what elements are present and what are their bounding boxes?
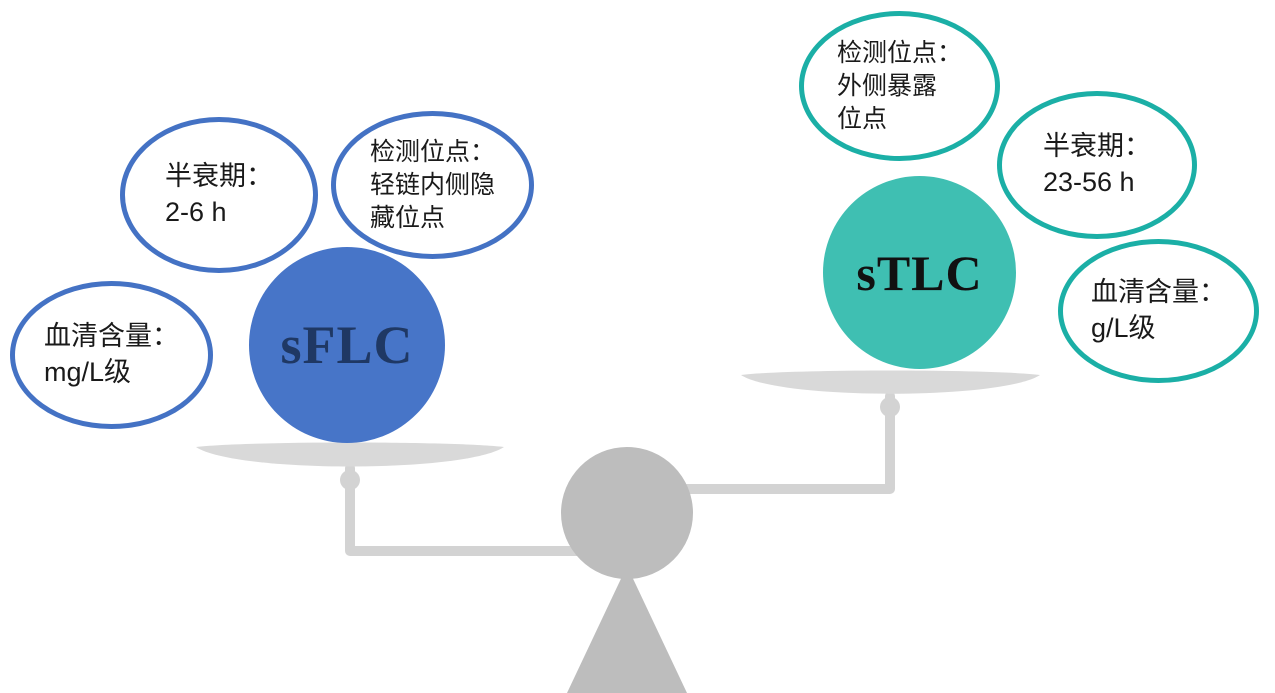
left-detection-site-text: 检测位点： 轻链内侧隐 藏位点 [369,137,495,232]
left-half-life-text: 半衰期： 2-6 h [165,161,273,227]
right-serum-level-bubble: 血清含量： g/L级 [1058,239,1259,383]
stlc-circle: sTLC [823,176,1016,369]
right-detection-site-text: 检测位点： 外侧暴露 位点 [836,38,962,133]
right-beam-line [645,391,895,494]
right-half-life-bubble: 半衰期： 23-56 h [997,91,1197,239]
right-scale-pan [741,370,1040,394]
right-detection-site-bubble: 检测位点： 外侧暴露 位点 [799,11,1000,161]
left-serum-level-text: 血清含量： mg/L级 [44,321,179,387]
sflc-circle: sFLC [249,247,445,443]
left-half-life-bubble: 半衰期： 2-6 h [120,117,318,273]
stlc-label: sTLC [856,244,983,301]
left-pan-pivot [340,470,360,490]
left-beam-line [345,463,613,556]
right-half-life-text: 半衰期： 23-56 h [1043,131,1151,197]
figure-body [567,566,687,693]
left-detection-site-bubble: 检测位点： 轻链内侧隐 藏位点 [331,111,534,259]
right-pan-pivot [880,397,900,417]
left-serum-level-bubble: 血清含量： mg/L级 [10,281,213,429]
left-scale-pan [196,442,504,467]
sflc-label: sFLC [280,315,414,375]
right-serum-level-text: 血清含量： g/L级 [1091,277,1226,343]
figure-head [561,447,693,579]
